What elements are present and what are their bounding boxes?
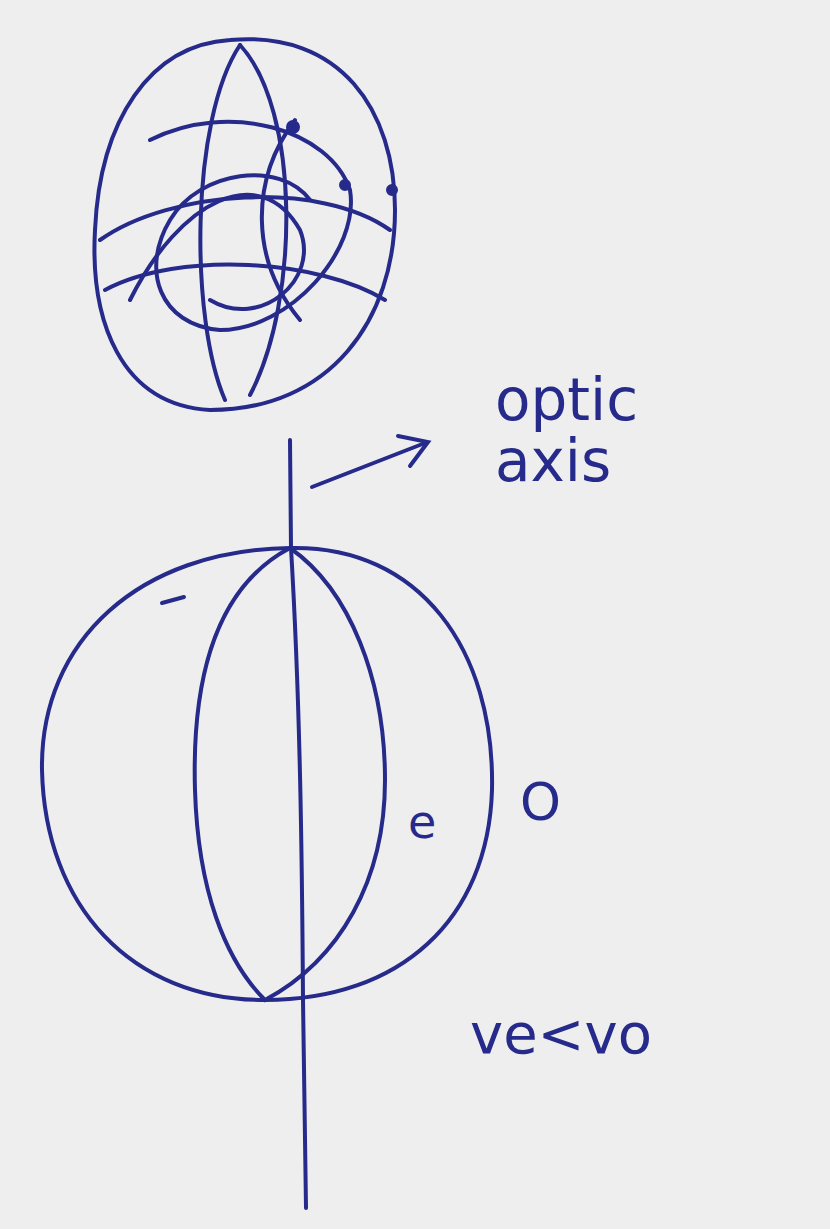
ink-dot	[388, 186, 396, 194]
handwritten-label: ve<vo	[470, 1005, 790, 1064]
ink-mark	[162, 597, 184, 603]
optic-axis-line	[291, 548, 306, 1208]
extraordinary-wavefront	[195, 548, 385, 1000]
arrow-head	[398, 436, 428, 466]
leader-arrow	[312, 443, 425, 487]
ordinary-wavefront	[42, 548, 492, 1000]
scribbled-sphere	[94, 39, 395, 410]
handwritten-label: e	[408, 798, 468, 846]
handwritten-label: optic axis	[495, 370, 710, 492]
scribble-line	[262, 120, 300, 320]
handwritten-label: O	[520, 775, 590, 830]
ink-dot	[288, 122, 298, 132]
scribble-line	[130, 195, 304, 309]
ink-dot	[341, 181, 349, 189]
scribble-line	[200, 45, 240, 400]
optic-axis-line	[290, 440, 291, 548]
